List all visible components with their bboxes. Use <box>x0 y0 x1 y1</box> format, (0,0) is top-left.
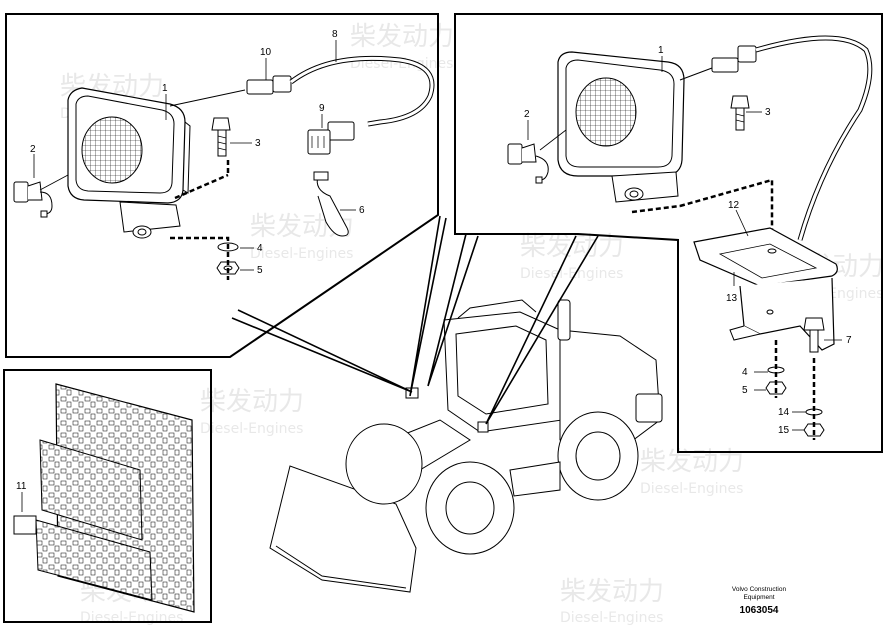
watermark-logo: 柴发动力 Diesel-Engines <box>520 232 624 282</box>
callout-6: 6 <box>359 205 365 216</box>
drawing-footer: Volvo Construction Equipment 1063054 <box>724 586 794 616</box>
watermark-text-en: Diesel-Engines <box>80 610 183 626</box>
footer-brand-line2: Equipment <box>743 594 775 601</box>
callout-2: 2 <box>524 109 530 120</box>
loader-work-lamp <box>477 421 489 433</box>
leader-lines <box>33 40 356 271</box>
panel-work-lamp-cab <box>454 13 883 453</box>
callout-10: 10 <box>260 47 272 58</box>
work-lamp <box>557 51 685 203</box>
callout-9: 9 <box>319 103 325 114</box>
callout-13: 13 <box>726 293 738 304</box>
mounting-axis-line <box>174 173 229 200</box>
watermark-text-en: Diesel-Engines <box>640 481 743 497</box>
lamp-bulb <box>13 181 53 218</box>
relay-module <box>13 515 37 535</box>
watermark-text-en: Diesel-Engines <box>520 266 623 282</box>
mounting-axis-line <box>170 160 230 280</box>
mounting-bracket <box>693 227 838 351</box>
panel-relay-box <box>3 369 212 623</box>
callout-2: 2 <box>30 144 36 155</box>
callout-5: 5 <box>257 265 263 276</box>
callout-14: 14 <box>778 407 790 418</box>
flange-bolt <box>211 117 231 157</box>
panel-border <box>5 13 439 358</box>
watermark-logo: 柴发动力 Diesel-Engines <box>640 447 744 497</box>
cable-connector-male <box>711 57 739 73</box>
watermark-text-cn: 柴发动力 <box>200 387 304 417</box>
watermark-text-en: Diesel-Engines <box>200 421 303 437</box>
callout-3: 3 <box>255 138 261 149</box>
leader-lines <box>527 56 842 431</box>
callout-1: 1 <box>658 45 664 56</box>
lamp-cable <box>679 35 873 241</box>
lamp-cable <box>169 55 435 127</box>
loader-bucket <box>269 465 417 593</box>
mounting-axis-line <box>774 340 816 440</box>
wheel-loader-illustration <box>269 299 663 593</box>
callout-4: 4 <box>742 367 748 378</box>
callout-7: 7 <box>846 335 852 346</box>
callout-15: 15 <box>778 425 790 436</box>
panel-border <box>454 13 883 453</box>
watermark-text-cn: 柴发动力 <box>560 577 664 607</box>
flange-bolt <box>730 95 750 131</box>
cable-connector-male <box>246 79 274 95</box>
callout-4: 4 <box>257 243 263 254</box>
watermark-logo: 柴发动力 Diesel-Engines <box>200 387 304 437</box>
callout-3: 3 <box>765 107 771 118</box>
loader-exhaust <box>557 299 571 341</box>
loader-cab <box>443 311 563 433</box>
watermark-logo: 柴发动力 Diesel-Engines <box>350 22 454 72</box>
panel-work-lamp-frame <box>5 13 439 358</box>
circuit-board <box>35 383 195 613</box>
lamp-bulb <box>507 143 549 184</box>
cable-connector-female <box>307 121 355 155</box>
callout-12: 12 <box>728 200 740 211</box>
loader-wheel-front-left <box>345 423 423 505</box>
callouts-panel-a: 1 2 3 4 5 6 8 9 10 <box>30 29 365 276</box>
footer-brand-line1: Volvo Construction <box>731 586 787 593</box>
callout-5: 5 <box>742 385 748 396</box>
flange-bolt <box>803 317 825 353</box>
callout-pointer-lines <box>231 215 599 425</box>
watermark-logo: 柴发动力 Diesel-Engines <box>560 577 664 626</box>
callouts-panel-b: 1 2 3 4 5 7 12 13 14 15 <box>524 45 852 436</box>
panel-border <box>3 369 212 623</box>
watermark-text-cn: 柴发动力 <box>350 22 454 52</box>
cable-tie <box>313 171 349 237</box>
watermark-text-cn: 柴发动力 <box>520 232 624 262</box>
callout-8: 8 <box>332 29 338 40</box>
mounting-axis-line <box>631 178 774 238</box>
callout-1: 1 <box>162 83 168 94</box>
drawing-number: 1063054 <box>739 605 779 616</box>
work-lamp <box>67 87 191 239</box>
watermark-text-en: Diesel-Engines <box>250 246 353 262</box>
watermark-text-en: Diesel-Engines <box>560 610 663 626</box>
callout-11: 11 <box>16 481 27 492</box>
callouts-panel-c: 11 <box>16 481 27 492</box>
